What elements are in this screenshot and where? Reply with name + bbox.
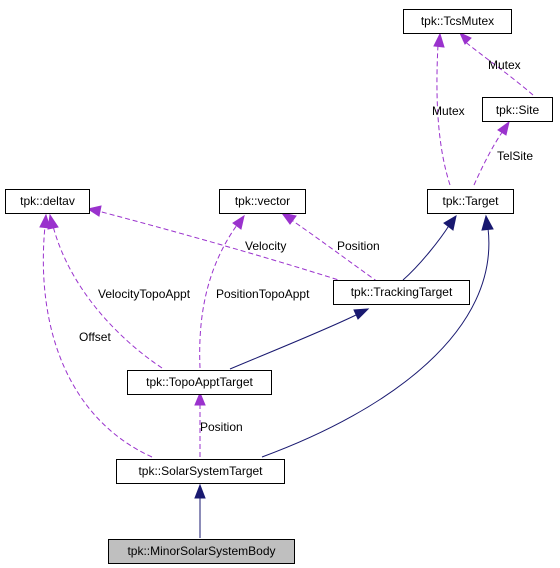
edge-position-tracking — [289, 218, 379, 283]
node-label-site: tpk::Site — [496, 103, 540, 117]
node-topoappttarget[interactable]: tpk::TopoApptTarget — [127, 370, 272, 395]
node-minorsolarsystembody[interactable]: tpk::MinorSolarSystemBody — [108, 539, 295, 564]
edge-velocity — [97, 210, 346, 283]
node-label-target: tpk::Target — [442, 194, 499, 208]
edge-inherit-tracking-target — [402, 223, 451, 281]
arrowhead-inherit-topo-tracking — [353, 308, 370, 320]
node-deltav[interactable]: tpk::deltav — [5, 189, 90, 214]
node-site[interactable]: tpk::Site — [482, 97, 553, 122]
edge-label-position-solar: Position — [200, 420, 243, 434]
edge-label-position-tracking: Position — [337, 239, 380, 253]
node-tcsmutex[interactable]: tpk::TcsMutex — [403, 9, 512, 34]
arrowhead-offset — [39, 213, 51, 229]
node-target[interactable]: tpk::Target — [427, 189, 514, 214]
edge-position-topo — [199, 224, 238, 369]
node-label-vector: tpk::vector — [235, 194, 290, 208]
edge-label-mutex-site: Mutex — [488, 58, 521, 72]
arrowhead-inherit-tracking-target — [443, 214, 457, 231]
node-trackingtarget[interactable]: tpk::TrackingTarget — [333, 280, 470, 305]
arrowhead-position-solar — [194, 391, 206, 406]
arrowhead-mutex-target — [433, 32, 445, 48]
edge-label-offset: Offset — [79, 330, 111, 344]
arrowhead-inherit-solar-target — [481, 214, 494, 231]
node-label-tcsmutex: tpk::TcsMutex — [421, 14, 494, 28]
edge-label-telsite: TelSite — [497, 149, 533, 163]
arrowhead-position-tracking — [280, 212, 297, 225]
edge-label-position-topo: PositionTopoAppt — [216, 287, 310, 301]
edge-velocity-topo — [52, 225, 163, 369]
node-label-trackingtarget: tpk::TrackingTarget — [351, 285, 453, 299]
node-label-topoappttarget: tpk::TopoApptTarget — [146, 375, 253, 389]
node-label-solarsystemtarget: tpk::SolarSystemTarget — [138, 464, 263, 478]
arrowhead-velocity-topo — [47, 213, 59, 230]
edge-label-mutex-target: Mutex — [432, 104, 465, 118]
edge-inherit-solar-target — [261, 227, 490, 458]
edge-mutex-site — [462, 39, 534, 96]
edge-label-velocity-topo: VelocityTopoAppt — [98, 287, 191, 301]
node-label-minorsolarsystembody: tpk::MinorSolarSystemBody — [127, 544, 275, 558]
arrowhead-velocity — [86, 205, 102, 217]
edge-inherit-topo-tracking — [229, 313, 359, 370]
node-label-deltav: tpk::deltav — [20, 194, 75, 208]
node-vector[interactable]: tpk::vector — [219, 189, 306, 214]
node-solarsystemtarget[interactable]: tpk::SolarSystemTarget — [116, 459, 285, 484]
edge-label-velocity: Velocity — [245, 239, 286, 253]
arrowhead-position-topo — [232, 214, 245, 230]
edge-offset — [42, 225, 153, 458]
arrowhead-inherit-minor-solar — [194, 483, 206, 499]
arrowhead-mutex-site — [458, 31, 472, 45]
edge-mutex-target — [436, 44, 451, 186]
arrowhead-telsite — [497, 120, 510, 136]
